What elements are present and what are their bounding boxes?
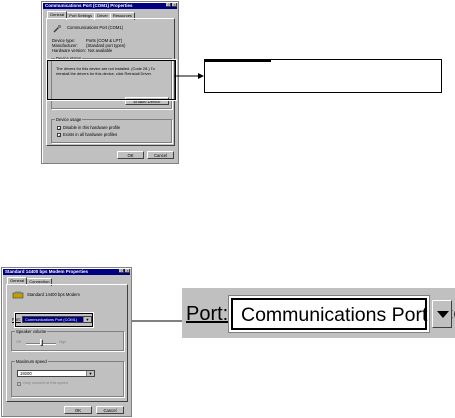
speed-select-value: 19200	[20, 371, 32, 376]
modem-icon	[12, 291, 24, 299]
only-connect-checkbox[interactable]	[17, 382, 21, 386]
volume-slider-thumb[interactable]	[40, 339, 43, 346]
status-text-line-1: The drivers for this device are not inst…	[56, 66, 155, 71]
ok-button[interactable]: OK	[64, 406, 92, 414]
port-select[interactable]: Communications Port (COM1) ▼	[22, 316, 92, 323]
dialog-title: Standard 14400 bps Modem Properties	[3, 269, 130, 275]
modem-properties-dialog: Standard 14400 bps Modem Properties ? × …	[1, 267, 132, 417]
manufacturer-label: Manufacturer:	[52, 43, 78, 48]
general-panel: Communications Port (COM1) Device type: …	[46, 18, 175, 146]
help-button[interactable]: ?	[119, 269, 124, 273]
device-status-group: Device status The drivers for this devic…	[51, 56, 172, 109]
close-button[interactable]: ×	[172, 3, 177, 7]
callout-box	[204, 59, 442, 93]
maximum-speed-label: Maximum speed	[15, 359, 48, 364]
volume-low-label: Off	[16, 340, 21, 344]
chevron-down-icon[interactable]: ▼	[83, 317, 91, 322]
status-text-line-2: reinstall the drivers for this device, c…	[56, 71, 152, 76]
status-highlight	[47, 60, 176, 100]
cancel-button[interactable]: Cancel	[96, 406, 124, 414]
hardware-version-label: Hardware version:	[52, 48, 86, 53]
dialog-title: Communications Port (COM1) Properties	[43, 3, 177, 9]
device-name: Communications Port (COM1)	[67, 25, 124, 30]
dropdown-triangle	[437, 311, 449, 318]
device-usage-label: Device usage	[55, 117, 83, 122]
device-type-value: Ports (COM & LPT)	[86, 38, 123, 43]
tab-general[interactable]: General	[47, 11, 68, 19]
title-buttons: ? ×	[119, 269, 130, 273]
disable-profile-checkbox[interactable]: ✓	[57, 126, 62, 131]
cancel-button[interactable]: Cancel	[147, 151, 174, 159]
manufacturer-value: (Standard port types)	[86, 43, 126, 48]
hardware-version-value: Not available	[88, 48, 113, 53]
general-panel: Standard 14400 bps Modem Port: Communica…	[6, 284, 128, 402]
com1-properties-dialog: Communications Port (COM1) Properties ? …	[41, 1, 179, 164]
device-type-label: Device type:	[52, 38, 76, 43]
tab-strip: General Connection	[7, 277, 53, 286]
port-icon	[53, 25, 61, 33]
zoom-port-label: Port:	[186, 303, 229, 325]
device-status-label: Device status	[55, 56, 83, 61]
tab-general[interactable]: General	[7, 277, 28, 285]
close-button[interactable]: ×	[125, 269, 130, 273]
tab-resources[interactable]: Resources	[109, 12, 135, 20]
chevron-down-icon[interactable]: ▼	[86, 371, 94, 376]
speaker-volume-label: Speaker volume	[15, 329, 48, 334]
exists-all-profiles-checkbox[interactable]: ✓	[57, 133, 62, 138]
enable-device-button[interactable]: Enable Device	[125, 97, 169, 105]
exists-all-profiles-label: Exists in all hardware profiles	[63, 132, 118, 137]
disable-profile-label: Disable in this hardware profile	[63, 125, 121, 130]
port-select-value: Communications Port (COM1)	[25, 317, 78, 322]
port-field-zoom: Port: Communications Port (COM1)	[182, 288, 455, 338]
zoom-port-select[interactable]: Communications Port (COM1)	[231, 298, 455, 330]
chevron-down-icon[interactable]	[432, 300, 452, 328]
help-button[interactable]: ?	[166, 3, 171, 7]
speed-select[interactable]: 19200 ▼	[17, 370, 95, 377]
callout-bar	[205, 60, 271, 62]
port-label: Port:	[12, 317, 21, 322]
maximum-speed-group: Maximum speed 19200 ▼ Only connect at th…	[11, 359, 124, 397]
only-connect-label: Only connect at this speed	[23, 381, 68, 385]
tab-strip: General Port Settings Driver Resources	[47, 11, 135, 20]
device-name: Standard 14400 bps Modem	[27, 292, 80, 297]
port-highlight	[15, 313, 93, 327]
device-usage-group: Device usage ✓ Disable in this hardware …	[51, 117, 172, 143]
title-buttons: ? ×	[166, 3, 177, 7]
ok-button[interactable]: OK	[117, 151, 144, 159]
zoom-port-value: Communications Port (COM1)	[241, 304, 455, 326]
volume-high-label: High	[59, 340, 67, 344]
speaker-volume-group: Speaker volume Off High	[11, 329, 124, 351]
